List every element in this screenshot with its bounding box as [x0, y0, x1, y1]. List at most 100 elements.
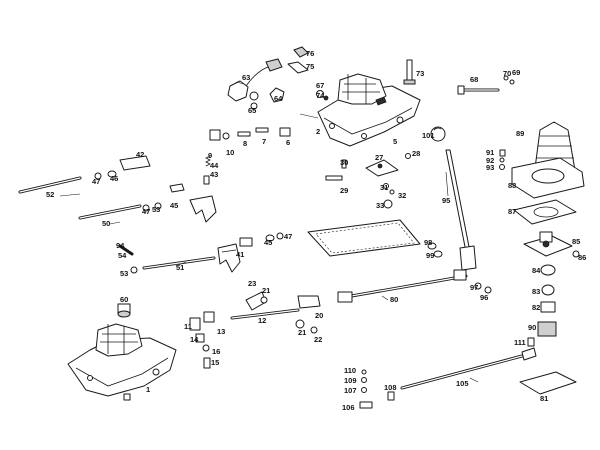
- part-number: 30: [340, 158, 348, 167]
- part-number: 29: [340, 186, 348, 195]
- selector-fork-42: [94, 155, 151, 180]
- part-number: 92: [486, 156, 494, 165]
- bearing-housing-85: [523, 231, 580, 258]
- part-number: 28: [412, 149, 420, 158]
- part-number: 93: [486, 163, 494, 172]
- part-number: 23: [248, 279, 256, 288]
- bolt-73-part: [403, 59, 416, 85]
- part-number: 106: [342, 403, 355, 412]
- rod-68-part: [457, 75, 515, 95]
- shift-arm-12: [230, 291, 300, 320]
- selector-rod-51: [142, 256, 216, 270]
- spring-43-44: [203, 155, 211, 185]
- part-number: 97: [470, 283, 478, 292]
- part-number: 50: [102, 219, 110, 228]
- part-number: 65: [248, 106, 256, 115]
- part-number: 21: [262, 286, 270, 295]
- part-number: 107: [344, 386, 357, 395]
- part-number: 7: [262, 137, 266, 146]
- part-number: 87: [508, 207, 516, 216]
- part-number: 13: [217, 327, 225, 336]
- part-number: 83: [532, 287, 540, 296]
- part-number: 9: [208, 151, 212, 160]
- part-number: 85: [572, 237, 580, 246]
- cover-gasket-part: [307, 219, 421, 257]
- part-number: 89: [516, 129, 524, 138]
- part-number: 91: [486, 148, 494, 157]
- part-number: 20: [315, 311, 323, 320]
- part-number: 68: [470, 75, 478, 84]
- part-number: 41: [236, 250, 244, 259]
- part-number: 110: [344, 366, 356, 375]
- part-number: 52: [46, 190, 54, 199]
- leader-lines: [59, 81, 479, 383]
- detent-plate-27: [365, 159, 399, 177]
- part-number: 33: [376, 201, 384, 210]
- part-number: 73: [416, 69, 424, 78]
- part-number: 10: [226, 148, 234, 157]
- part-number: 21: [298, 328, 306, 337]
- part-number: 27: [375, 153, 383, 162]
- part-number: 22: [314, 335, 322, 344]
- plug-parts: [287, 46, 329, 101]
- part-number: 53: [120, 269, 128, 278]
- selector-rod-50: [78, 204, 142, 220]
- part-number: 105: [456, 379, 469, 388]
- part-number: 80: [390, 295, 398, 304]
- part-number: 63: [242, 73, 250, 82]
- part-number: 47: [92, 177, 100, 186]
- small-fasteners-91-93: [499, 149, 506, 170]
- part-number: 53: [152, 205, 160, 214]
- part-number: 98: [424, 238, 432, 247]
- part-number: 88: [508, 181, 516, 190]
- part-number: 84: [532, 266, 541, 275]
- part-number: 99: [426, 251, 434, 260]
- part-number: 14: [190, 335, 199, 344]
- part-number: 70: [503, 69, 511, 78]
- part-number: 86: [578, 253, 586, 262]
- part-number: 47: [284, 232, 292, 241]
- part-number: 76: [306, 49, 314, 58]
- part-number: 101: [422, 131, 435, 140]
- linkage-bushes-96-99: [427, 242, 492, 294]
- part-number: 1: [146, 385, 150, 394]
- pin-54-part: [118, 244, 138, 274]
- link-20-22: [260, 295, 321, 334]
- part-number: 109: [344, 376, 357, 385]
- detent-pins-29-33: [325, 153, 411, 209]
- boot-retaining-plate: [511, 157, 585, 199]
- lower-housing-part: [67, 323, 177, 401]
- selector-fork-40: [142, 183, 217, 223]
- seal-plate-87: [513, 199, 577, 225]
- bushing-60-part: [117, 303, 131, 318]
- switch-connector-part: [227, 58, 285, 110]
- part-number: 82: [532, 303, 540, 312]
- part-number: 108: [384, 383, 397, 392]
- part-number: 54: [118, 251, 127, 260]
- part-number: 31: [380, 183, 388, 192]
- upper-housing-part: [317, 73, 421, 147]
- part-number: 12: [258, 316, 266, 325]
- rod-105-part: [400, 337, 537, 390]
- part-number: 74: [316, 91, 325, 100]
- part-number: 45: [170, 201, 178, 210]
- shift-link-rod-80: [337, 269, 468, 303]
- part-number: 15: [211, 358, 219, 367]
- part-number: 81: [540, 394, 548, 403]
- shift-lever-part: [430, 126, 477, 271]
- part-number: 111: [514, 338, 526, 347]
- part-number: 45: [264, 238, 272, 247]
- part-number-labels: 1 2 5 6 7 8 9 10 11 12 13 14 15 16 20 21…: [46, 49, 586, 412]
- part-number: 6: [286, 138, 290, 147]
- part-number: 90: [528, 323, 536, 332]
- part-number: 64: [274, 94, 283, 103]
- part-number: 96: [480, 293, 488, 302]
- part-number: 8: [243, 139, 247, 148]
- selector-fork-41: [217, 232, 284, 273]
- part-number: 16: [212, 347, 220, 356]
- bushing-parts-right: [519, 264, 577, 395]
- part-number: 11: [184, 322, 192, 331]
- part-number: 51: [176, 263, 184, 272]
- part-number: 95: [442, 196, 450, 205]
- part-number: 32: [398, 191, 406, 200]
